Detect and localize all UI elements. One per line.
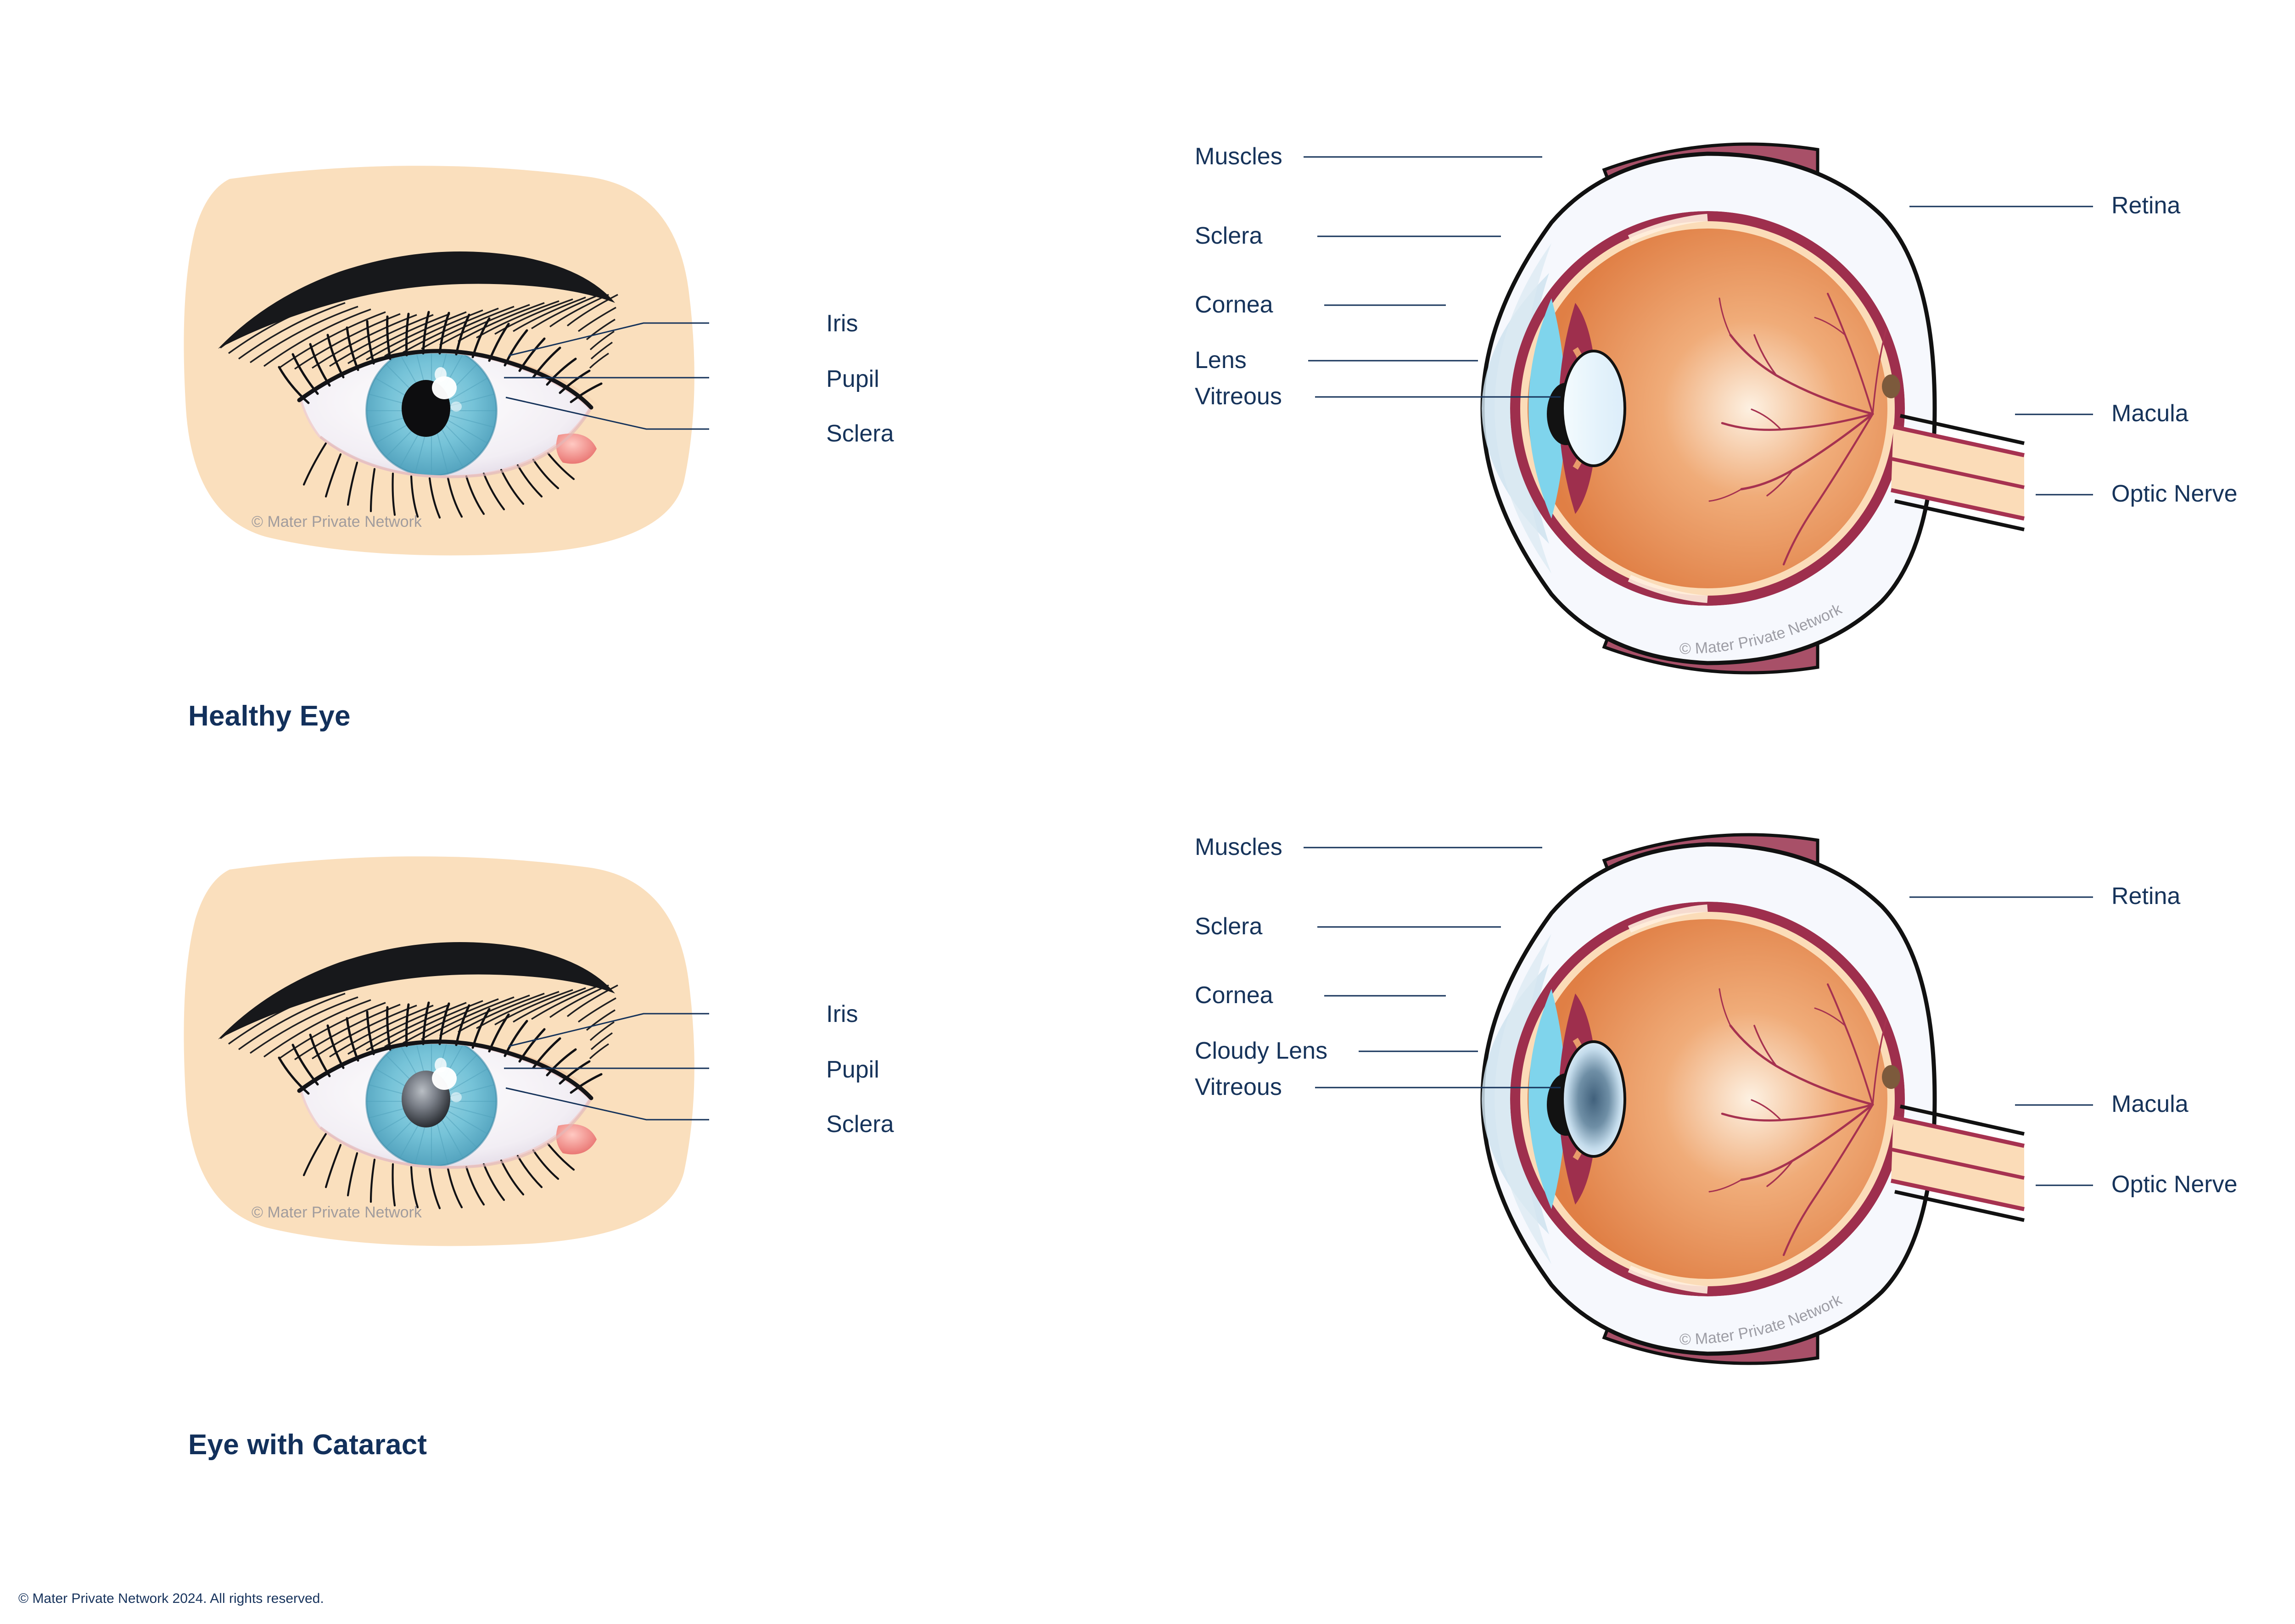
- watermark-front: © Mater Private Network: [252, 1204, 422, 1221]
- label-cornea-healthy: Cornea: [1195, 291, 1273, 318]
- section-title-healthy: Healthy Eye: [188, 700, 351, 732]
- retinal-vessels: [1708, 293, 1887, 566]
- macula: [1882, 374, 1900, 398]
- leader-sclera: [505, 1087, 709, 1121]
- cornea-layer: [1495, 243, 1551, 574]
- label-muscles-cataract: Muscles: [1195, 834, 1282, 860]
- lens-cross: [1561, 350, 1626, 467]
- catchlight-dot: [451, 402, 462, 412]
- leader-sclera: [505, 396, 709, 430]
- healthy-cross-left-leaders: [1304, 156, 1561, 398]
- watermark-front: © Mater Private Network: [252, 513, 422, 530]
- label-cornea-cataract: Cornea: [1195, 982, 1273, 1009]
- cloudy-lens-cross: [1561, 1040, 1626, 1158]
- vitreous: [1528, 229, 1887, 588]
- macula: [1882, 1065, 1900, 1089]
- label-iris-cataract: Iris: [826, 1001, 858, 1027]
- healthy-front-view: © Mater Private Network: [174, 151, 711, 556]
- label-lens-healthy: Lens: [1195, 347, 1247, 374]
- cornea-layer: [1495, 934, 1551, 1264]
- label-sclera-x-cataract: Sclera: [1195, 913, 1263, 940]
- leader-iris: [508, 1013, 709, 1047]
- lower-eyelashes: [302, 442, 575, 519]
- eyeball: [299, 1042, 592, 1168]
- retinal-vessels: [1708, 983, 1887, 1256]
- healthy-cross-right-leaders: [1909, 206, 2093, 496]
- anterior-segment: [1528, 989, 1626, 1209]
- label-retina-healthy: Retina: [2111, 192, 2181, 219]
- copyright-footer: © Mater Private Network 2024. All rights…: [18, 1591, 324, 1606]
- anterior-segment: [1528, 298, 1626, 519]
- catchlight-dot: [451, 1092, 462, 1102]
- label-sclera-healthy: Sclera: [826, 420, 894, 447]
- catchlight-small: [435, 1058, 447, 1072]
- label-sclera-cataract: Sclera: [826, 1111, 894, 1138]
- upper-lid-line: [297, 349, 593, 410]
- label-cloudy-lens-cataract: Cloudy Lens: [1195, 1038, 1328, 1064]
- lower-lid-line: [319, 1099, 592, 1169]
- label-vitreous-healthy: Vitreous: [1195, 383, 1282, 410]
- label-macula-cataract: Macula: [2111, 1091, 2189, 1117]
- eyebrow: [218, 942, 618, 1060]
- catchlight-small: [435, 367, 447, 382]
- label-pupil-healthy: Pupil: [826, 366, 879, 392]
- lower-eyelashes: [302, 1133, 575, 1210]
- leader-iris: [508, 322, 709, 357]
- caruncle: [556, 1124, 597, 1155]
- label-pupil-cataract: Pupil: [826, 1056, 879, 1083]
- cataract-cross-left-leaders: [1304, 847, 1561, 1088]
- label-iris-healthy: Iris: [826, 310, 858, 337]
- catchlight-large: [432, 1067, 457, 1090]
- label-muscles-healthy: Muscles: [1195, 143, 1282, 170]
- caruncle: [556, 433, 597, 464]
- label-sclera-x-healthy: Sclera: [1195, 223, 1263, 249]
- cataract-cross-right-leaders: [1909, 896, 2093, 1186]
- healthy-cross-section: © Mater Private Network: [1414, 106, 2025, 711]
- upper-lid-line: [297, 1039, 593, 1100]
- cataract-cross-section-art: © Mater Private Network: [1414, 796, 2025, 1402]
- healthy-front-leaders: [504, 322, 709, 430]
- label-macula-healthy: Macula: [2111, 400, 2189, 427]
- optic-nerve: [1891, 414, 2025, 531]
- label-retina-cataract: Retina: [2111, 883, 2181, 910]
- lower-lid-line: [319, 408, 592, 479]
- optic-nerve: [1891, 1105, 2025, 1222]
- cataract-front-leaders: [504, 1013, 709, 1121]
- section-title-cataract: Eye with Cataract: [188, 1429, 427, 1461]
- label-optic-nerve-cataract: Optic Nerve: [2111, 1171, 2238, 1198]
- cataract-front-view: © Mater Private Network: [174, 842, 711, 1246]
- label-vitreous-cataract: Vitreous: [1195, 1074, 1282, 1100]
- vitreous: [1528, 919, 1887, 1279]
- label-optic-nerve-healthy: Optic Nerve: [2111, 480, 2238, 507]
- catchlight-large: [432, 376, 457, 399]
- eyeball: [299, 351, 592, 478]
